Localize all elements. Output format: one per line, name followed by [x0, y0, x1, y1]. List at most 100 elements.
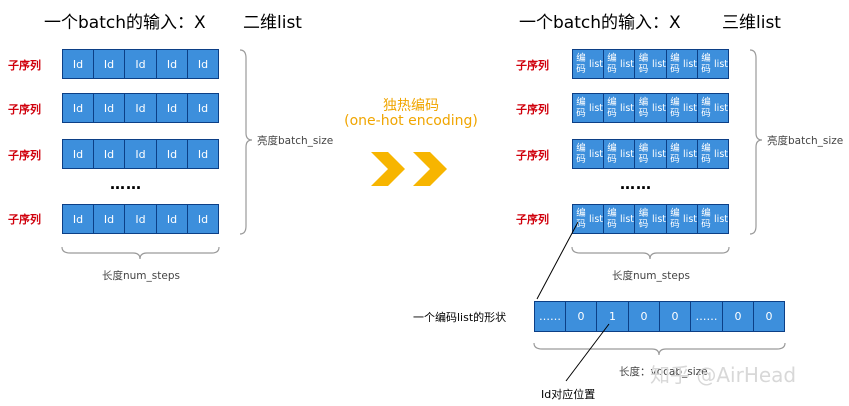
left-width-brace [61, 246, 220, 260]
right-height-brace [749, 49, 763, 235]
encoding-cell-line1: 编码 [576, 208, 586, 230]
left-row-label: 子序列 [8, 59, 41, 72]
encoding-cell-line2: list [652, 58, 666, 70]
right-row-label: 子序列 [516, 149, 549, 162]
onehot-cell: 0 [753, 301, 785, 332]
left-row-label: 子序列 [8, 103, 41, 116]
encoding-cell-line2: list [589, 102, 603, 114]
encoding-cell-line2: list [620, 148, 634, 160]
encoding-cell-line1: 编码 [670, 97, 680, 119]
id-cell: Id [156, 93, 188, 123]
id-cell: Id [187, 49, 219, 79]
id-cell: Id [187, 93, 219, 123]
encoding-cell-line2: list [589, 148, 603, 160]
onehot-cell-active: 1 [596, 301, 629, 332]
left-title: 一个batch的输入：X [44, 13, 206, 33]
encoding-cell-line2: list [589, 58, 603, 70]
right-row-label: 子序列 [516, 103, 549, 116]
encoding-cell-line2: list [714, 148, 728, 160]
right-subtitle: 三维list [722, 13, 781, 33]
watermark: 知乎 @AirHead [650, 363, 797, 387]
id-cell: Id [93, 204, 125, 234]
encoding-cell-line1: 编码 [701, 53, 711, 75]
encoding-cell-line1: 编码 [670, 143, 680, 165]
encoding-cell-line1: 编码 [670, 208, 680, 230]
encoding-cell-line2: list [652, 148, 666, 160]
encoding-cell-line1: 编码 [607, 53, 617, 75]
right-width-brace [571, 246, 730, 260]
right-title: 一个batch的输入：X [519, 13, 681, 33]
id-cell: Id [62, 93, 94, 123]
encoding-cell-line1: 编码 [607, 97, 617, 119]
encoding-cell-line2: list [683, 213, 697, 225]
encoding-cell-line1: 编码 [638, 97, 649, 119]
chevron-right-icon [413, 152, 447, 186]
id-position-label: Id对应位置 [541, 388, 596, 401]
left-ellipsis: …… [110, 175, 142, 193]
id-cell: Id [156, 139, 188, 169]
id-cell: Id [187, 204, 219, 234]
id-cell: Id [62, 139, 94, 169]
encoding-cell-line2: list [714, 102, 728, 114]
vocab-size-brace [533, 342, 786, 356]
encoding-cell-line1: 编码 [701, 208, 711, 230]
encoding-cell-line2: list [652, 102, 666, 114]
left-row-label: 子序列 [8, 149, 41, 162]
encoding-cell-line1: 编码 [701, 143, 711, 165]
onehot-cell: 0 [659, 301, 691, 332]
id-cell: Id [156, 204, 188, 234]
right-ellipsis: …… [620, 175, 652, 193]
left-height-label: 亮度batch_size [257, 135, 334, 147]
encoding-cell-line2: list [589, 213, 603, 225]
id-cell: Id [62, 204, 94, 234]
encoding-cell-line1: 编码 [576, 143, 586, 165]
onehot-title-line2: (one-hot encoding) [344, 113, 478, 129]
encoding-cell-line2: list [620, 213, 634, 225]
encoding-cell-line2: list [652, 213, 666, 225]
onehot-cell: …… [690, 301, 723, 332]
encoding-cell-line1: 编码 [576, 97, 586, 119]
onehot-title-line1: 独热编码 [383, 98, 439, 114]
encoding-cell-line1: 编码 [638, 143, 649, 165]
encoding-cell-line2: list [714, 213, 728, 225]
right-height-label: 亮度batch_size [767, 135, 844, 147]
encoding-cell-line1: 编码 [638, 53, 649, 75]
right-width-label: 长度num_steps [612, 270, 690, 282]
connector-line [536, 221, 579, 300]
right-row-label: 子序列 [516, 213, 549, 226]
encoding-cell-line2: list [714, 58, 728, 70]
encoding-cell-line2: list [683, 148, 697, 160]
encoding-cell-line2: list [620, 58, 634, 70]
encoding-cell-line1: 编码 [576, 53, 586, 75]
right-row-label: 子序列 [516, 59, 549, 72]
id-cell: Id [124, 139, 157, 169]
left-height-brace [239, 49, 253, 235]
encoding-cell-line1: 编码 [607, 143, 617, 165]
encoding-cell-line1: 编码 [701, 97, 711, 119]
onehot-shape-label: 一个编码list的形状 [413, 311, 507, 324]
left-row-label: 子序列 [8, 213, 41, 226]
encoding-cell-line1: 编码 [638, 208, 649, 230]
onehot-cell: …… [534, 301, 566, 332]
encoding-cell-line2: list [683, 102, 697, 114]
chevron-right-icon [371, 152, 405, 186]
encoding-cell-line1: 编码 [607, 208, 617, 230]
vocab-size-label: 长度：vocab_size [619, 366, 708, 378]
